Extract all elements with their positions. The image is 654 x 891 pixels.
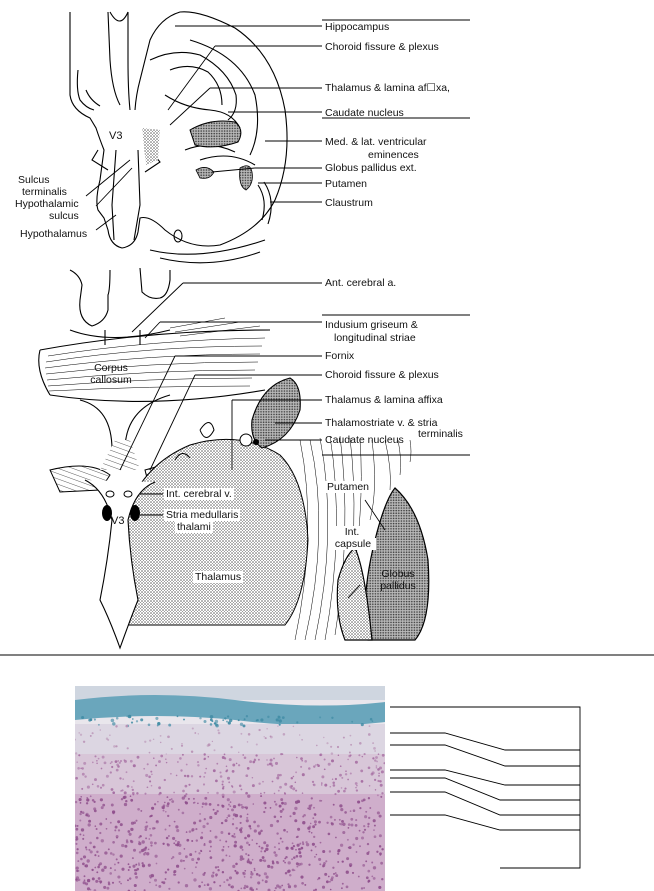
- claustrum-line-2: [263, 181, 272, 225]
- label-int-cerebral: Int. cerebral v.: [164, 488, 234, 500]
- label-ventricular-2: eminences: [368, 149, 419, 161]
- label-corpus-1: Corpus: [94, 362, 128, 374]
- temporal-base: [149, 239, 266, 255]
- label-int-capsule-2: capsule: [330, 538, 376, 550]
- fold-left-2: [85, 89, 101, 107]
- v3-lower: [84, 479, 156, 650]
- thalamus-region: [119, 438, 309, 626]
- int-cerebral-right: [123, 490, 133, 498]
- medial-wall-curve: [109, 11, 129, 22]
- small-nucleus: [195, 167, 215, 179]
- label-int-capsule-1: Int.: [335, 526, 369, 538]
- label-caudate-top: Caudate nucleus: [325, 107, 404, 119]
- hippocampus-curve: [149, 51, 237, 121]
- histology-micrograph: [75, 686, 385, 891]
- label-hypo-sulcus-2: sulcus: [49, 210, 79, 222]
- callosum-top: [39, 329, 271, 351]
- v3-left: [91, 149, 109, 171]
- hemisphere-outline: [69, 11, 288, 249]
- label-indusium-2: longitudinal striae: [334, 332, 416, 344]
- temporal-base-2: [159, 251, 261, 264]
- label-globus-2: pallidus: [380, 580, 416, 592]
- upper-gyrus-left: [69, 269, 111, 327]
- micrograph-leaders: [390, 706, 581, 869]
- stria-right: [130, 505, 140, 521]
- globus-ext-region: [239, 165, 253, 191]
- top-leaders: [85, 19, 470, 231]
- claustrum-line: [257, 184, 265, 221]
- v3-walls: [111, 149, 117, 241]
- middle-leaders: [119, 282, 470, 599]
- fold-left: [76, 69, 95, 111]
- label-thalamostriate-2: terminalis: [418, 428, 463, 440]
- v3-walls-2: [133, 149, 141, 241]
- label-sulcus-1: Sulcus: [18, 174, 50, 186]
- caudate-mid: [251, 377, 301, 449]
- label-sulcus-2: terminalis: [22, 186, 67, 198]
- label-v3-mid: V3: [111, 515, 125, 527]
- label-v3-top: V3: [109, 130, 123, 142]
- small-vessel: [173, 229, 183, 243]
- label-thalamus-lamina-mid: Thalamus & lamina affixa: [325, 394, 443, 406]
- label-thalamus: Thalamus: [193, 571, 244, 583]
- callosum-striations: [44, 317, 266, 392]
- label-thalamostriate-1: Thalamostriate v. & stria: [325, 417, 438, 429]
- septum-lower-left: [79, 399, 113, 465]
- label-caudate-mid: Caudate nucleus: [325, 434, 404, 446]
- putamen-region: [364, 487, 430, 641]
- label-claustrum: Claustrum: [325, 197, 373, 209]
- stria-terminalis-dot: [253, 439, 259, 445]
- label-globus-1: Globus: [381, 568, 415, 580]
- outer-curve: [189, 39, 259, 156]
- label-choroid-mid: Choroid fissure & plexus: [325, 369, 439, 381]
- label-stria-2: thalami: [175, 521, 213, 533]
- label-hippocampus: Hippocampus: [325, 21, 390, 33]
- stria-left: [102, 505, 112, 521]
- label-thalamus-lamina-top: Thalamus & lamina af☐xa,: [325, 82, 450, 94]
- label-indusium-1: Indusium griseum &: [325, 319, 418, 331]
- callosum-left-end: [38, 349, 51, 396]
- label-fornix: Fornix: [325, 350, 355, 362]
- int-cerebral-left: [105, 490, 115, 498]
- globus-pallidus-region: [336, 547, 373, 641]
- medial-wall-right: [127, 12, 131, 111]
- label-corpus-2: callosum: [90, 374, 132, 386]
- label-hypothalamus: Hypothalamus: [20, 228, 88, 240]
- micrograph-svg: [75, 686, 385, 891]
- medial-wall-left: [107, 11, 121, 106]
- label-globus-ext: Globus pallidus ext.: [325, 162, 417, 174]
- label-ventricular-1: Med. & lat. ventricular: [325, 136, 427, 148]
- label-putamen-mid: Putamen: [325, 481, 372, 493]
- caudate-region: [189, 120, 242, 148]
- label-ant-cerebral: Ant. cerebral a.: [325, 277, 397, 289]
- inner-curve: [169, 65, 223, 106]
- upper-gyrus-bottom: [69, 329, 171, 338]
- arrow-lat: [199, 155, 256, 166]
- label-choroid-top: Choroid fissure & plexus: [325, 41, 439, 53]
- middle-section: [38, 267, 271, 402]
- lateral-ventricle: [164, 94, 241, 129]
- callosum-lower-hatch: [100, 440, 140, 470]
- thalamostriate-vein: [239, 433, 253, 447]
- label-stria-1: Stria medullaris: [164, 509, 241, 521]
- choroid-plexus: [174, 422, 215, 461]
- hypothalamic-stipple: [142, 128, 160, 165]
- label-hypo-sulcus-1: Hypothalamic: [15, 198, 79, 210]
- label-putamen-top: Putamen: [325, 178, 368, 190]
- upper-gyrus-right: [139, 267, 171, 299]
